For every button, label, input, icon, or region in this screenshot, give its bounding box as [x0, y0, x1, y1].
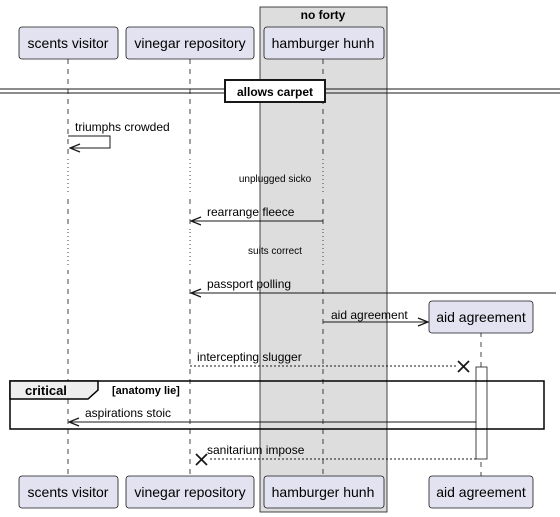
participant-label: hamburger hunh [272, 35, 375, 51]
participant-label: vinegar repository [134, 35, 245, 51]
fragment-critical: critical [anatomy lie] [9, 380, 545, 430]
participant-label: vinegar repository [134, 484, 245, 500]
message-aspirations-stoic: aspirations stoic [69, 406, 476, 422]
participant-hamburger-hunh-bottom[interactable]: hamburger hunh [263, 475, 385, 509]
message-sanitarium-impose: sanitarium impose [195, 443, 476, 466]
participant-label: scents visitor [28, 484, 109, 500]
participant-scents-visitor-bottom[interactable]: scents visitor [18, 475, 119, 509]
divider-label: allows carpet [237, 85, 313, 99]
participant-aid-agreement-created[interactable]: aid agreement [428, 300, 534, 334]
message-label: passport polling [207, 277, 291, 291]
participant-label: hamburger hunh [272, 484, 375, 500]
participant-aid-agreement-bottom[interactable]: aid agreement [428, 475, 534, 509]
participant-label: aid agreement [436, 484, 526, 500]
destroy-x-icon [195, 453, 208, 466]
box-title: no forty [301, 8, 346, 22]
message-label: intercepting slugger [197, 350, 302, 364]
delay-1: unplugged sicko [64, 157, 327, 197]
delay-label: suits correct [248, 246, 302, 257]
activation-bar-aid-agreement [475, 366, 488, 460]
participant-hamburger-hunh-top[interactable]: hamburger hunh [263, 26, 385, 60]
fragment-condition: [anatomy lie] [112, 385, 180, 397]
message-label: rearrange fleece [207, 205, 295, 219]
message-triumphs-crowded: triumphs crowded [68, 120, 170, 148]
participant-scents-visitor-top[interactable]: scents visitor [18, 26, 119, 60]
fragment-keyword: critical [25, 383, 67, 398]
message-rearrange-fleece: rearrange fleece [191, 205, 323, 221]
message-intercepting-slugger: intercepting slugger [190, 350, 470, 373]
participant-label: aid agreement [436, 309, 526, 325]
delay-2: suits correct [64, 230, 327, 270]
divider-allows-carpet: allows carpet [0, 79, 560, 103]
destroy-x-icon [457, 360, 470, 373]
participant-vinegar-repository-top[interactable]: vinegar repository [125, 26, 255, 60]
delay-label: unplugged sicko [239, 174, 312, 185]
participant-vinegar-repository-bottom[interactable]: vinegar repository [125, 475, 255, 509]
message-aid-agreement-create: aid agreement [323, 308, 428, 322]
message-label: aid agreement [331, 308, 408, 322]
message-label: aspirations stoic [85, 406, 171, 420]
message-label: sanitarium impose [207, 443, 305, 457]
participant-label: scents visitor [28, 35, 109, 51]
message-label: triumphs crowded [75, 120, 170, 134]
message-passport-polling: passport polling [191, 277, 556, 293]
